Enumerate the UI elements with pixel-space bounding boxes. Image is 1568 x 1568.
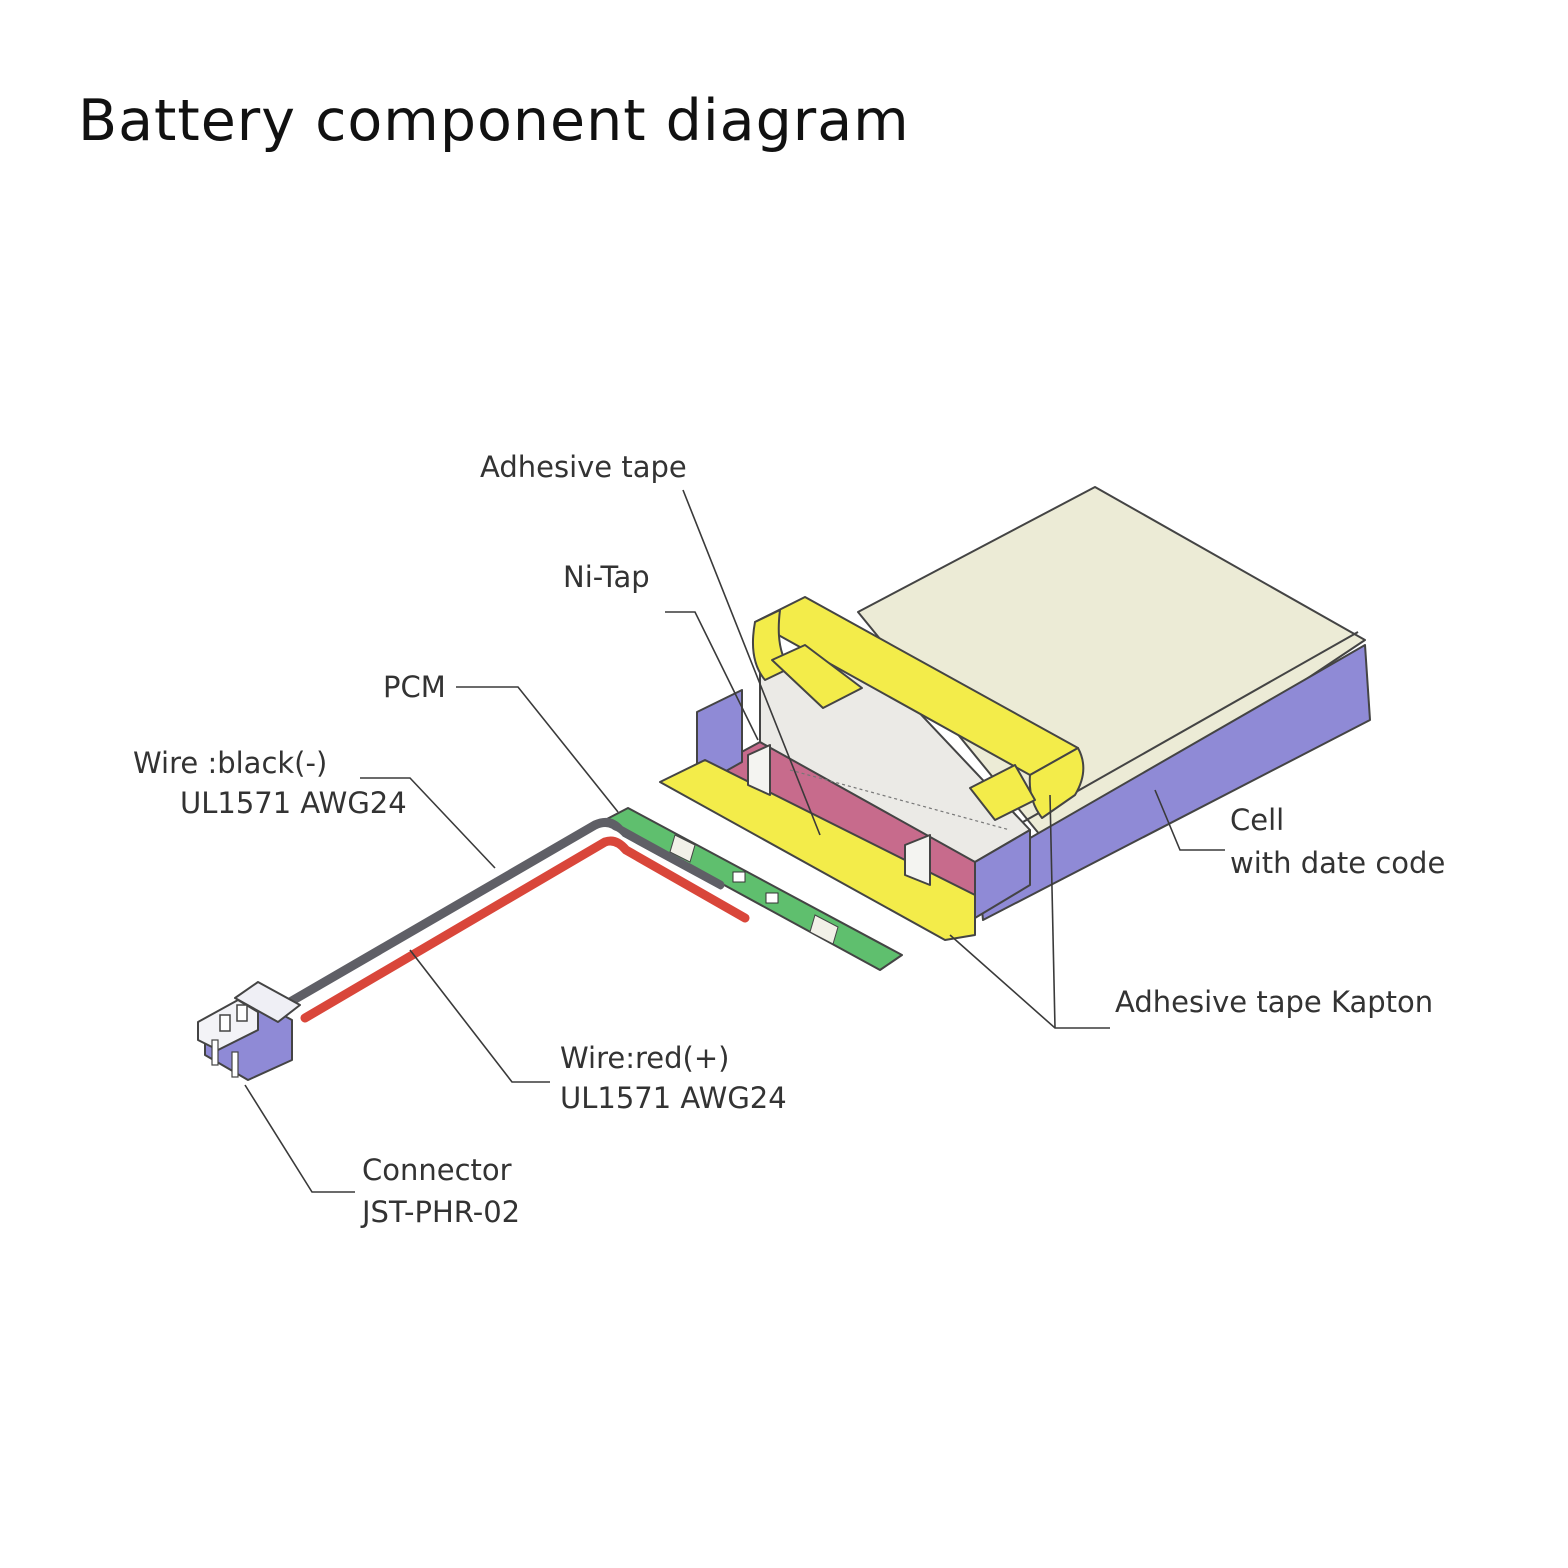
wire-red (300, 836, 750, 1023)
pcb-pad-2 (809, 914, 839, 945)
wire-black (285, 817, 725, 1007)
label-cell-line2: with date code (1230, 846, 1445, 880)
label-cell-line1: Cell (1230, 803, 1284, 837)
leader-pcm (456, 686, 619, 813)
tape-patch-left (771, 644, 863, 709)
label-wire-red-line1: Wire:red(+) (560, 1041, 729, 1075)
connector-slot-2 (236, 1004, 248, 1022)
label-wire-black-line1: Wire :black(-) (133, 746, 327, 780)
leader-cell (1154, 789, 1225, 851)
leader-wire-red (409, 949, 550, 1083)
connector-body-top (234, 981, 301, 1023)
label-connector-line2: JST-PHR-02 (360, 1195, 520, 1229)
pcb-solder-1 (732, 871, 746, 883)
connector (197, 981, 301, 1081)
leader-wire-black (360, 777, 496, 869)
leader-kapton-2 (1049, 794, 1056, 1029)
label-adhesive-tape-kapton: Adhesive tape Kapton (1115, 985, 1433, 1019)
pcb-strip (604, 807, 903, 971)
label-wire-red-line2: UL1571 AWG24 (560, 1081, 787, 1115)
pcb-pad-1 (669, 834, 696, 863)
ni-tab-right (904, 834, 931, 886)
connector-slot-1 (219, 1014, 231, 1032)
pcb-solder-2 (765, 892, 779, 904)
leader-ni-tap (665, 611, 759, 741)
label-ni-tap: Ni-Tap (563, 560, 650, 594)
connector-pin-1 (211, 1039, 219, 1066)
labels: Adhesive tape Ni-Tap PCM Wire :black(-) … (133, 450, 1445, 1229)
label-adhesive-tape: Adhesive tape (480, 450, 687, 484)
label-wire-black-line2: UL1571 AWG24 (180, 786, 407, 820)
wire-white-separator (297, 829, 741, 1012)
label-pcm: PCM (383, 670, 446, 704)
leader-lines (244, 489, 1225, 1193)
leader-kapton-1 (949, 934, 1110, 1029)
page-title: Battery component diagram (78, 88, 910, 154)
connector-pin-2 (231, 1051, 239, 1078)
tape-patch-right (969, 764, 1036, 821)
ni-tab-left (747, 744, 771, 796)
leader-connector (244, 1084, 355, 1193)
adhesive-tape-loop (752, 596, 1085, 821)
compartment-front-wall (974, 829, 1031, 919)
label-connector-line1: Connector (362, 1153, 512, 1187)
wires (285, 817, 750, 1023)
leader-adhesive-tape (682, 489, 821, 836)
